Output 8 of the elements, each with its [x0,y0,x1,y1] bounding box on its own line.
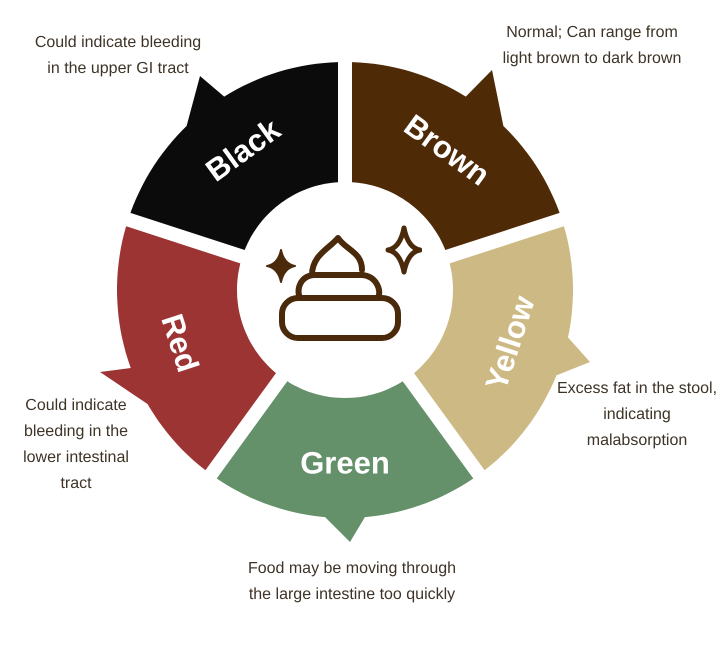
description-text: Could indicate bleeding in the upper GI tract [34,33,202,79]
segment-label: Yellow [480,292,540,394]
segment-label: Green [300,448,390,478]
description-text: Food may be moving through the large intestine too quickly [246,559,458,605]
segment-label: Red [156,310,204,376]
description-text: Excess fat in the stool, indicating malabsorption [556,379,718,451]
description-text: Could indicate bleeding in the lower intestinal tract [22,396,130,494]
description-text: Normal; Can range from light brown to dark brown [502,23,682,69]
